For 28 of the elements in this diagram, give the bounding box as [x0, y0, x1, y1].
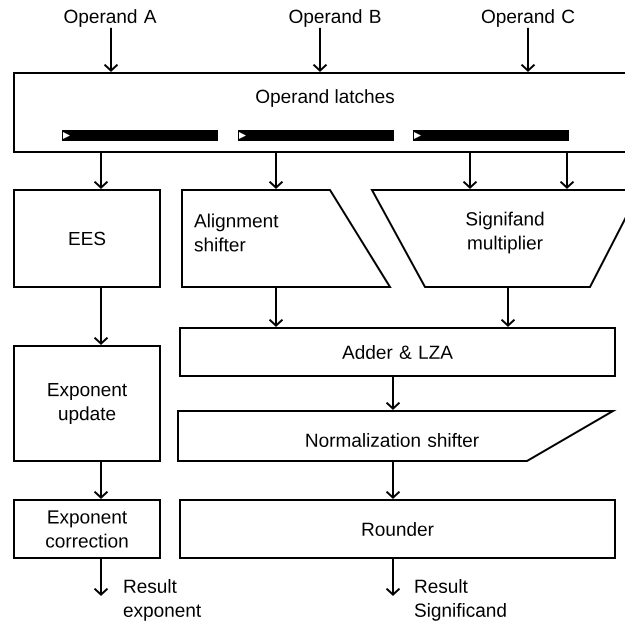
arrow: [268, 288, 284, 327]
output-label: Result Significand: [414, 579, 506, 621]
input-label: Operand B: [289, 9, 380, 27]
arrow: [104, 28, 118, 72]
process-box: Adder & LZA: [179, 327, 616, 377]
arrow: [94, 559, 108, 596]
arrow: [386, 559, 400, 596]
process-box: EES: [13, 189, 161, 288]
process-box: Exponent correction: [13, 499, 161, 559]
input-label: Operand C: [482, 9, 574, 27]
arrow: [462, 153, 478, 189]
arrow: [94, 288, 108, 345]
input-label: Operand A: [64, 9, 156, 27]
arrow: [94, 462, 108, 499]
arrow: [386, 462, 400, 499]
arrow: [500, 288, 516, 327]
arrow: [268, 153, 284, 189]
arrow: [560, 153, 574, 189]
arrow: [94, 153, 108, 189]
shifter-block: Normalization shifter: [177, 410, 617, 462]
process-box: Exponent update: [13, 345, 161, 462]
arrow: [312, 28, 328, 72]
arrow: [386, 377, 400, 410]
process-box: Rounder: [179, 499, 616, 559]
latch-block: Operand latches: [13, 72, 625, 153]
arrow: [520, 28, 536, 72]
output-label: Result exponent: [124, 579, 202, 621]
shifter-block: Alignment shifter: [181, 189, 392, 288]
